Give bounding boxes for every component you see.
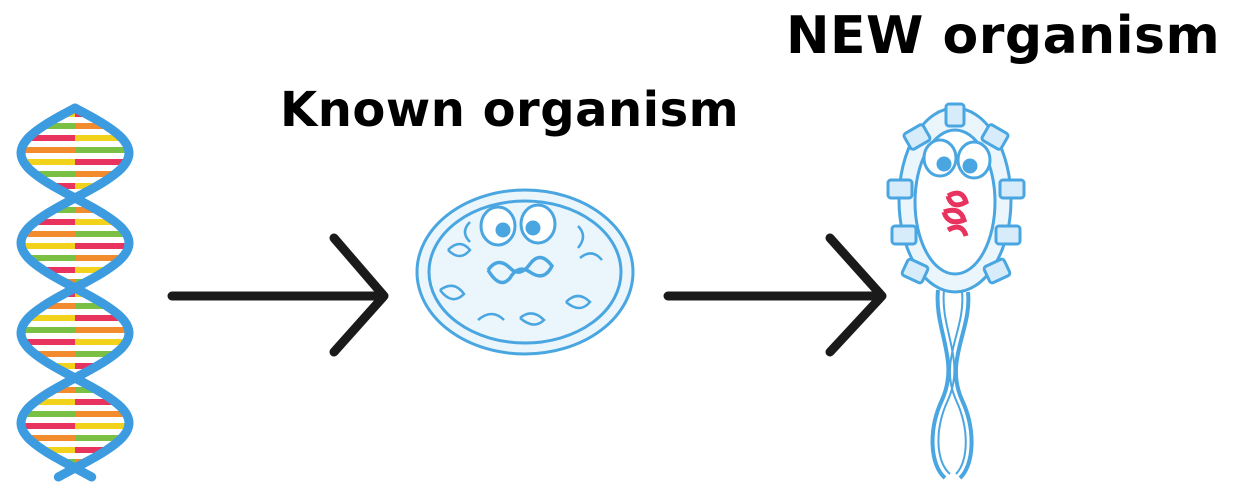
spiky-flagellated-organism-icon (888, 104, 1024, 478)
new-organism-label: NEW organism (786, 6, 1220, 66)
double-helix-icon (21, 108, 129, 477)
oval-bacterium-icon (417, 190, 633, 354)
right-arrow-icon (668, 238, 882, 352)
right-arrow-icon (172, 238, 384, 352)
known-organism-label: Known organism (280, 82, 739, 138)
